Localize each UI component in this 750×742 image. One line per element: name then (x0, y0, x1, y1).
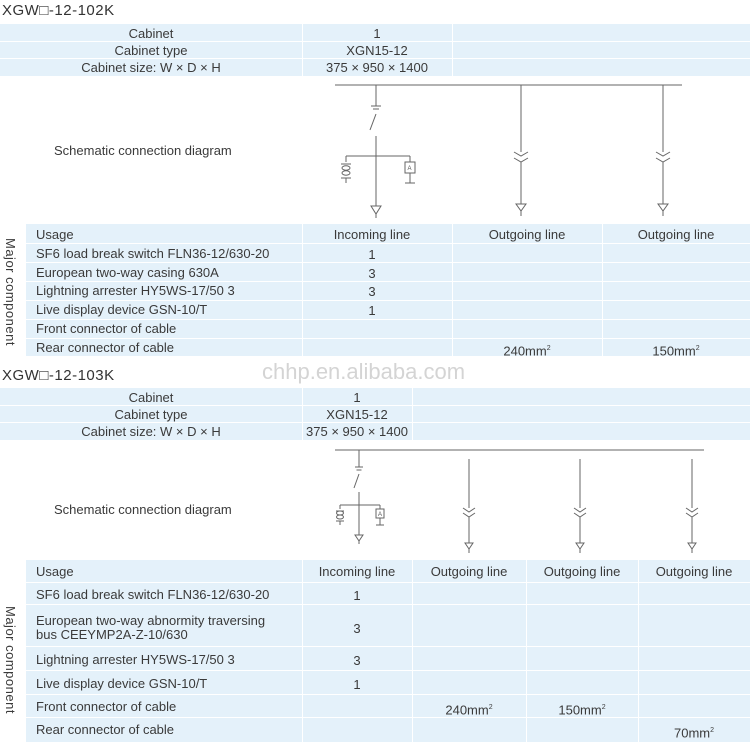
table2-schematic-label: Schematic connection diagram (54, 502, 232, 517)
table1-component-name: Rear connector of cable (36, 340, 175, 355)
table2-title: XGW□-12-103K (2, 367, 115, 384)
table1-component-name: Lightning arrester HY5WS-17/50 3 (36, 283, 235, 298)
table2-component-name: Lightning arrester HY5WS-17/50 3 (36, 652, 235, 667)
table1-cabinet-label: Cabinet (128, 26, 174, 41)
watermark-text: chhp.en.alibaba.com (262, 359, 466, 384)
table1-rear-connector-150: 150mm2 (652, 343, 700, 359)
table1-component-name: SF6 load break switch FLN36-12/630-20 (36, 246, 270, 261)
table2-component-name-line2: bus CEEYMP2A-Z-10/630 (36, 627, 188, 642)
table1-major-component-label: Major component (3, 238, 18, 346)
table2-usage-outgoing-1: Outgoing line (430, 564, 508, 579)
table2-usage-outgoing-2: Outgoing line (543, 564, 621, 579)
table2-cabinet-type-label: Cabinet type (114, 407, 188, 422)
table1-rear-connector-240: 240mm2 (503, 343, 551, 359)
table2-major-component-label: Major component (3, 606, 18, 714)
table1-component-name: European two-way casing 630A (36, 265, 219, 280)
table1-header-band (0, 24, 750, 76)
table1-usage-outgoing-2: Outgoing line (637, 227, 715, 242)
table2-component-name: Rear connector of cable (36, 722, 175, 737)
table2-usage-label: Usage (36, 564, 74, 579)
table1-component-name: Live display device GSN-10/T (36, 302, 208, 317)
table2-front-connector-240: 240mm2 (445, 702, 493, 718)
table1-component-value: 3 (368, 266, 376, 281)
table1-title: XGW□-12-102K (2, 2, 115, 19)
table2-rear-connector-70: 70mm2 (673, 725, 715, 741)
table1-component-name: Front connector of cable (36, 321, 177, 336)
table1-cabinet-size-value: 375 × 950 × 1400 (326, 60, 428, 75)
table1-schematic-label: Schematic connection diagram (54, 143, 232, 158)
table2-component-name: SF6 load break switch FLN36-12/630-20 (36, 587, 270, 602)
table2-component-value: 1 (353, 677, 361, 692)
table2-cabinet-label: Cabinet (128, 390, 174, 405)
svg-text:A: A (378, 512, 382, 518)
table1-component-value: 3 (368, 284, 376, 299)
table1-schematic-diagram: A (335, 84, 682, 218)
table2-cabinet-type-value: XGN15-12 (326, 407, 388, 422)
table2-component-name: Front connector of cable (36, 699, 177, 714)
table1-cabinet-size-label: Cabinet size: W × D × H (81, 60, 221, 75)
table2-component-name: European two-way abnormity traversing (36, 613, 266, 628)
table2-cabinet-no: 1 (353, 390, 361, 405)
table1-usage-incoming: Incoming line (333, 227, 411, 242)
table2-component-value: 3 (353, 621, 361, 636)
svg-text:A: A (408, 166, 412, 172)
table2-usage-outgoing-3: Outgoing line (655, 564, 733, 579)
table2-component-value: 1 (353, 588, 361, 603)
table2-header-band (0, 388, 750, 440)
table2-schematic-diagram: A (335, 449, 704, 553)
table2-component-name: Live display device GSN-10/T (36, 676, 208, 691)
table1-cabinet-type-value: XGN15-12 (346, 43, 408, 58)
table1-usage-outgoing-1: Outgoing line (488, 227, 566, 242)
table2-cabinet-size-label: Cabinet size: W × D × H (81, 424, 221, 439)
table2-usage-incoming: Incoming line (318, 564, 396, 579)
table1-component-value: 1 (368, 303, 376, 318)
table1-cabinet-type-label: Cabinet type (114, 43, 188, 58)
table1-component-value: 1 (368, 247, 376, 262)
table1-component-band (26, 224, 750, 356)
table2-component-band (26, 560, 750, 742)
table1-cabinet-no: 1 (373, 26, 381, 41)
table1-usage-label: Usage (36, 227, 74, 242)
table2-component-value: 3 (353, 653, 361, 668)
table2-cabinet-size-value: 375 × 950 × 1400 (306, 424, 408, 439)
table2-front-connector-150: 150mm2 (558, 702, 606, 718)
